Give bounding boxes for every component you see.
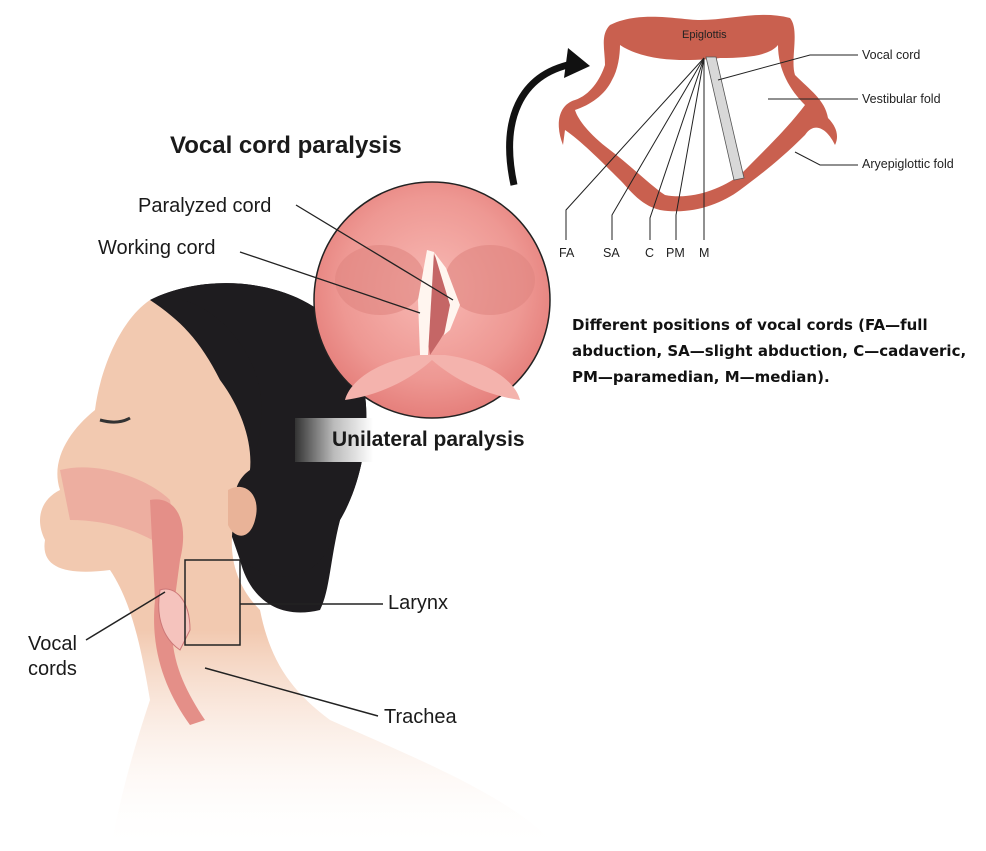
position-label-sa: SA [603, 246, 620, 260]
vocal-cord-label: Vocal cord [862, 48, 921, 62]
arrow-icon [506, 48, 590, 186]
vocal-cord-positions-diagram [558, 14, 858, 240]
position-label-m: M [699, 246, 710, 260]
position-label-c: C [645, 246, 655, 260]
vocal-cords-label-line2: cords [28, 658, 77, 680]
vestibular-fold-label: Vestibular fold [862, 92, 941, 106]
trachea-label: Trachea [384, 706, 457, 728]
label-band [295, 418, 555, 462]
larynx-label: Larynx [388, 592, 449, 614]
unilateral-paralysis-label: Unilateral paralysis [332, 428, 525, 451]
positions-caption: Different positions of vocal cords (FA—f… [572, 316, 967, 386]
laryngoscope-view [313, 181, 551, 419]
aryepiglottic-fold-label: Aryepiglottic fold [862, 157, 954, 171]
working-cord-label: Working cord [98, 237, 216, 259]
leader-lines [85, 591, 383, 717]
vocal-cords-label-line1: Vocal [28, 633, 77, 655]
larynx-box [184, 559, 241, 646]
epiglottis-label: Epiglottis [682, 29, 727, 41]
position-label-pm: PM [666, 246, 685, 260]
paralyzed-cord-label: Paralyzed cord [138, 195, 272, 217]
cord-leader-lines [239, 204, 454, 314]
position-label-fa: FA [559, 246, 575, 260]
diagram-title: Vocal cord paralysis [170, 132, 402, 159]
head-silhouette [40, 283, 560, 851]
